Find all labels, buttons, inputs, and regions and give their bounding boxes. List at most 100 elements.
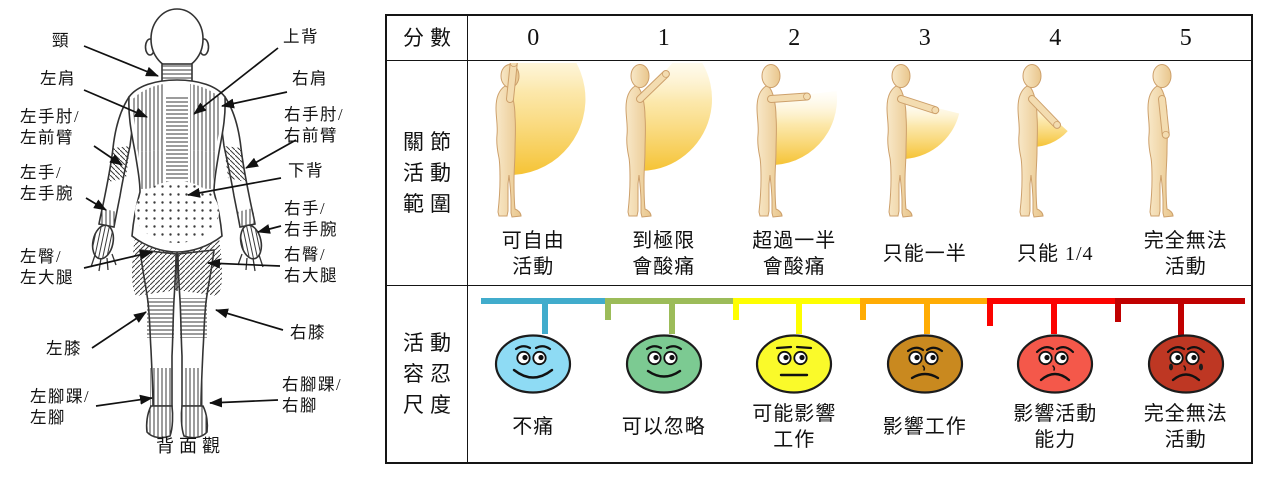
tolerance-caption-line: 活動 [1164, 429, 1207, 451]
tolerance-cell-score-1: 可以忽略 [599, 286, 730, 462]
tolerance-content: 不痛可以忽略可能影響工作影響工作影響活動能力完全無法活動 [468, 286, 1251, 462]
person-hand [802, 92, 811, 101]
body-label-arrow [95, 394, 153, 407]
body-label-lower-back: 下背 [187, 161, 323, 198]
body-label-text: 左大腿 [20, 268, 74, 287]
tolerance-scale-area: 不痛可以忽略可能影響工作影響工作影響活動能力完全無法活動 [468, 286, 1251, 462]
body-label-arrow [85, 197, 107, 211]
rom-caption-line: 超過一半 [752, 230, 837, 252]
body-label-text: 右手/ [284, 199, 326, 218]
rom-figure-svg [1017, 64, 1068, 218]
bar-center-tick [1050, 298, 1057, 334]
person-body [886, 85, 913, 218]
body-label-arrow [93, 145, 123, 166]
body-label-right-hip-thigh: 右臀/右大腿 [207, 245, 338, 285]
rom-caption: 可自由活動 [502, 225, 565, 283]
person-body [495, 85, 522, 218]
rom-caption: 只能 1/4 [1017, 225, 1094, 283]
person-arm [767, 93, 810, 102]
body-label-left-knee: 左膝 [46, 311, 147, 358]
score-value-5: 5 [1179, 24, 1192, 51]
body-label-arrow [187, 177, 282, 198]
body-label-right-elbow-forearm: 右手肘/右前臂 [245, 105, 344, 169]
tolerance-caption-line: 影響工作 [882, 416, 967, 438]
rom-caption-line: 活動 [512, 256, 555, 278]
tolerance-caption: 完全無法活動 [1144, 398, 1228, 456]
body-label-right-shoulder: 右肩 [221, 69, 327, 109]
tolerance-cell-score-3: 影響工作 [860, 286, 991, 462]
tolerance-face-cells: 不痛可以忽略可能影響工作影響工作影響活動能力完全無法活動 [468, 286, 1251, 462]
bar-edge-tick [859, 298, 866, 320]
body-label-right-knee: 右膝 [215, 308, 326, 342]
person-arm [1159, 96, 1170, 138]
bar-edge-tick [987, 298, 994, 326]
rom-caption: 完全無法活動 [1144, 225, 1228, 283]
body-label-right-ankle-foot: 右腳踝/右腳 [209, 375, 342, 415]
rom-cell-score-1: 到極限會酸痛 [599, 61, 730, 285]
range-of-motion-label-line: 關節 [403, 129, 457, 154]
tolerance-color-bar [481, 298, 1245, 336]
body-label-arrow [207, 258, 281, 269]
tolerance-row: 活動容忍尺度 不痛可以忽略可能影響工作影響工作影響活動能力完全無法活動 [387, 286, 1251, 462]
body-label-right-hand-wrist: 右手/右手腕 [257, 199, 338, 239]
score-header-label: 分數 [403, 25, 457, 50]
score-header-label-cell: 分數 [387, 16, 468, 60]
rom-caption-line: 到極限 [632, 230, 696, 252]
person-body [756, 85, 783, 218]
motion-range-fan [900, 99, 960, 160]
body-label-text: 右大腿 [284, 266, 338, 285]
body-label-text: 右膝 [290, 323, 326, 342]
bar-segment-1 [605, 298, 736, 334]
body-label-upper-back: 上背 [193, 27, 319, 115]
body-label-text: 右前臂 [284, 126, 338, 145]
body-label-left-ankle-foot: 左腳踝/左腳 [30, 387, 153, 427]
rom-figure-svg [1147, 64, 1174, 218]
tear-drop [1168, 363, 1173, 371]
rom-caption-line: 可自由 [501, 230, 565, 252]
body-map-svg: 頸上背左肩右肩左手肘/左前臂右手肘/右前臂左手/左手腕下背右手/右手腕左臀/左大… [20, 8, 344, 456]
person-hand [1052, 121, 1061, 129]
rom-cell-score-4: 只能 1/4 [990, 61, 1121, 285]
bar-center-tick [541, 298, 548, 334]
body-label-text: 右腳踝/ [282, 375, 342, 394]
rom-caption-line: 只能一半 [882, 243, 967, 265]
rom-figure-svg [756, 64, 837, 218]
body-label-text: 左膝 [46, 339, 82, 358]
body-label-arrow [245, 139, 297, 169]
person-head [891, 64, 911, 88]
tolerance-caption: 影響活動能力 [1013, 398, 1097, 456]
body-label-arrow [83, 89, 148, 118]
face-icon-frown [886, 334, 963, 394]
bar-segment-4 [987, 298, 1118, 334]
face-icon-crying [1147, 334, 1224, 394]
score-value-0: 0 [527, 24, 540, 51]
bar-edge-tick [605, 298, 612, 320]
person-head [761, 64, 781, 88]
tolerance-cell-score-0: 不痛 [468, 286, 599, 462]
score-value-2: 2 [788, 24, 801, 51]
rom-cell-score-0: 可自由活動 [468, 61, 599, 285]
bar-edge-tick [732, 298, 739, 320]
body-label-text: 右手肘/ [284, 105, 344, 124]
person-arm [637, 70, 670, 102]
body-label-text: 右手腕 [284, 220, 338, 239]
rom-figure-svg [886, 64, 960, 218]
body-label-text: 上背 [283, 27, 319, 46]
rom-caption: 超過一半會酸痛 [752, 225, 836, 283]
range-of-motion-label-cell: 關節活動範圍 [387, 61, 468, 285]
rom-caption-line: 會酸痛 [762, 256, 826, 278]
rom-figure-svg [625, 63, 713, 218]
score-value-4: 4 [1049, 24, 1062, 51]
body-label-left-hip-thigh: 左臀/左大腿 [20, 247, 153, 287]
bar-edge-tick [1114, 298, 1121, 322]
body-label-text: 左腳踝/ [30, 387, 90, 406]
rom-figure-svg [495, 63, 586, 218]
body-label-neck: 頸 [52, 31, 159, 77]
score-value-3: 3 [918, 24, 931, 51]
bar-segment-3 [859, 298, 991, 334]
body-label-text: 左手肘/ [20, 107, 80, 126]
